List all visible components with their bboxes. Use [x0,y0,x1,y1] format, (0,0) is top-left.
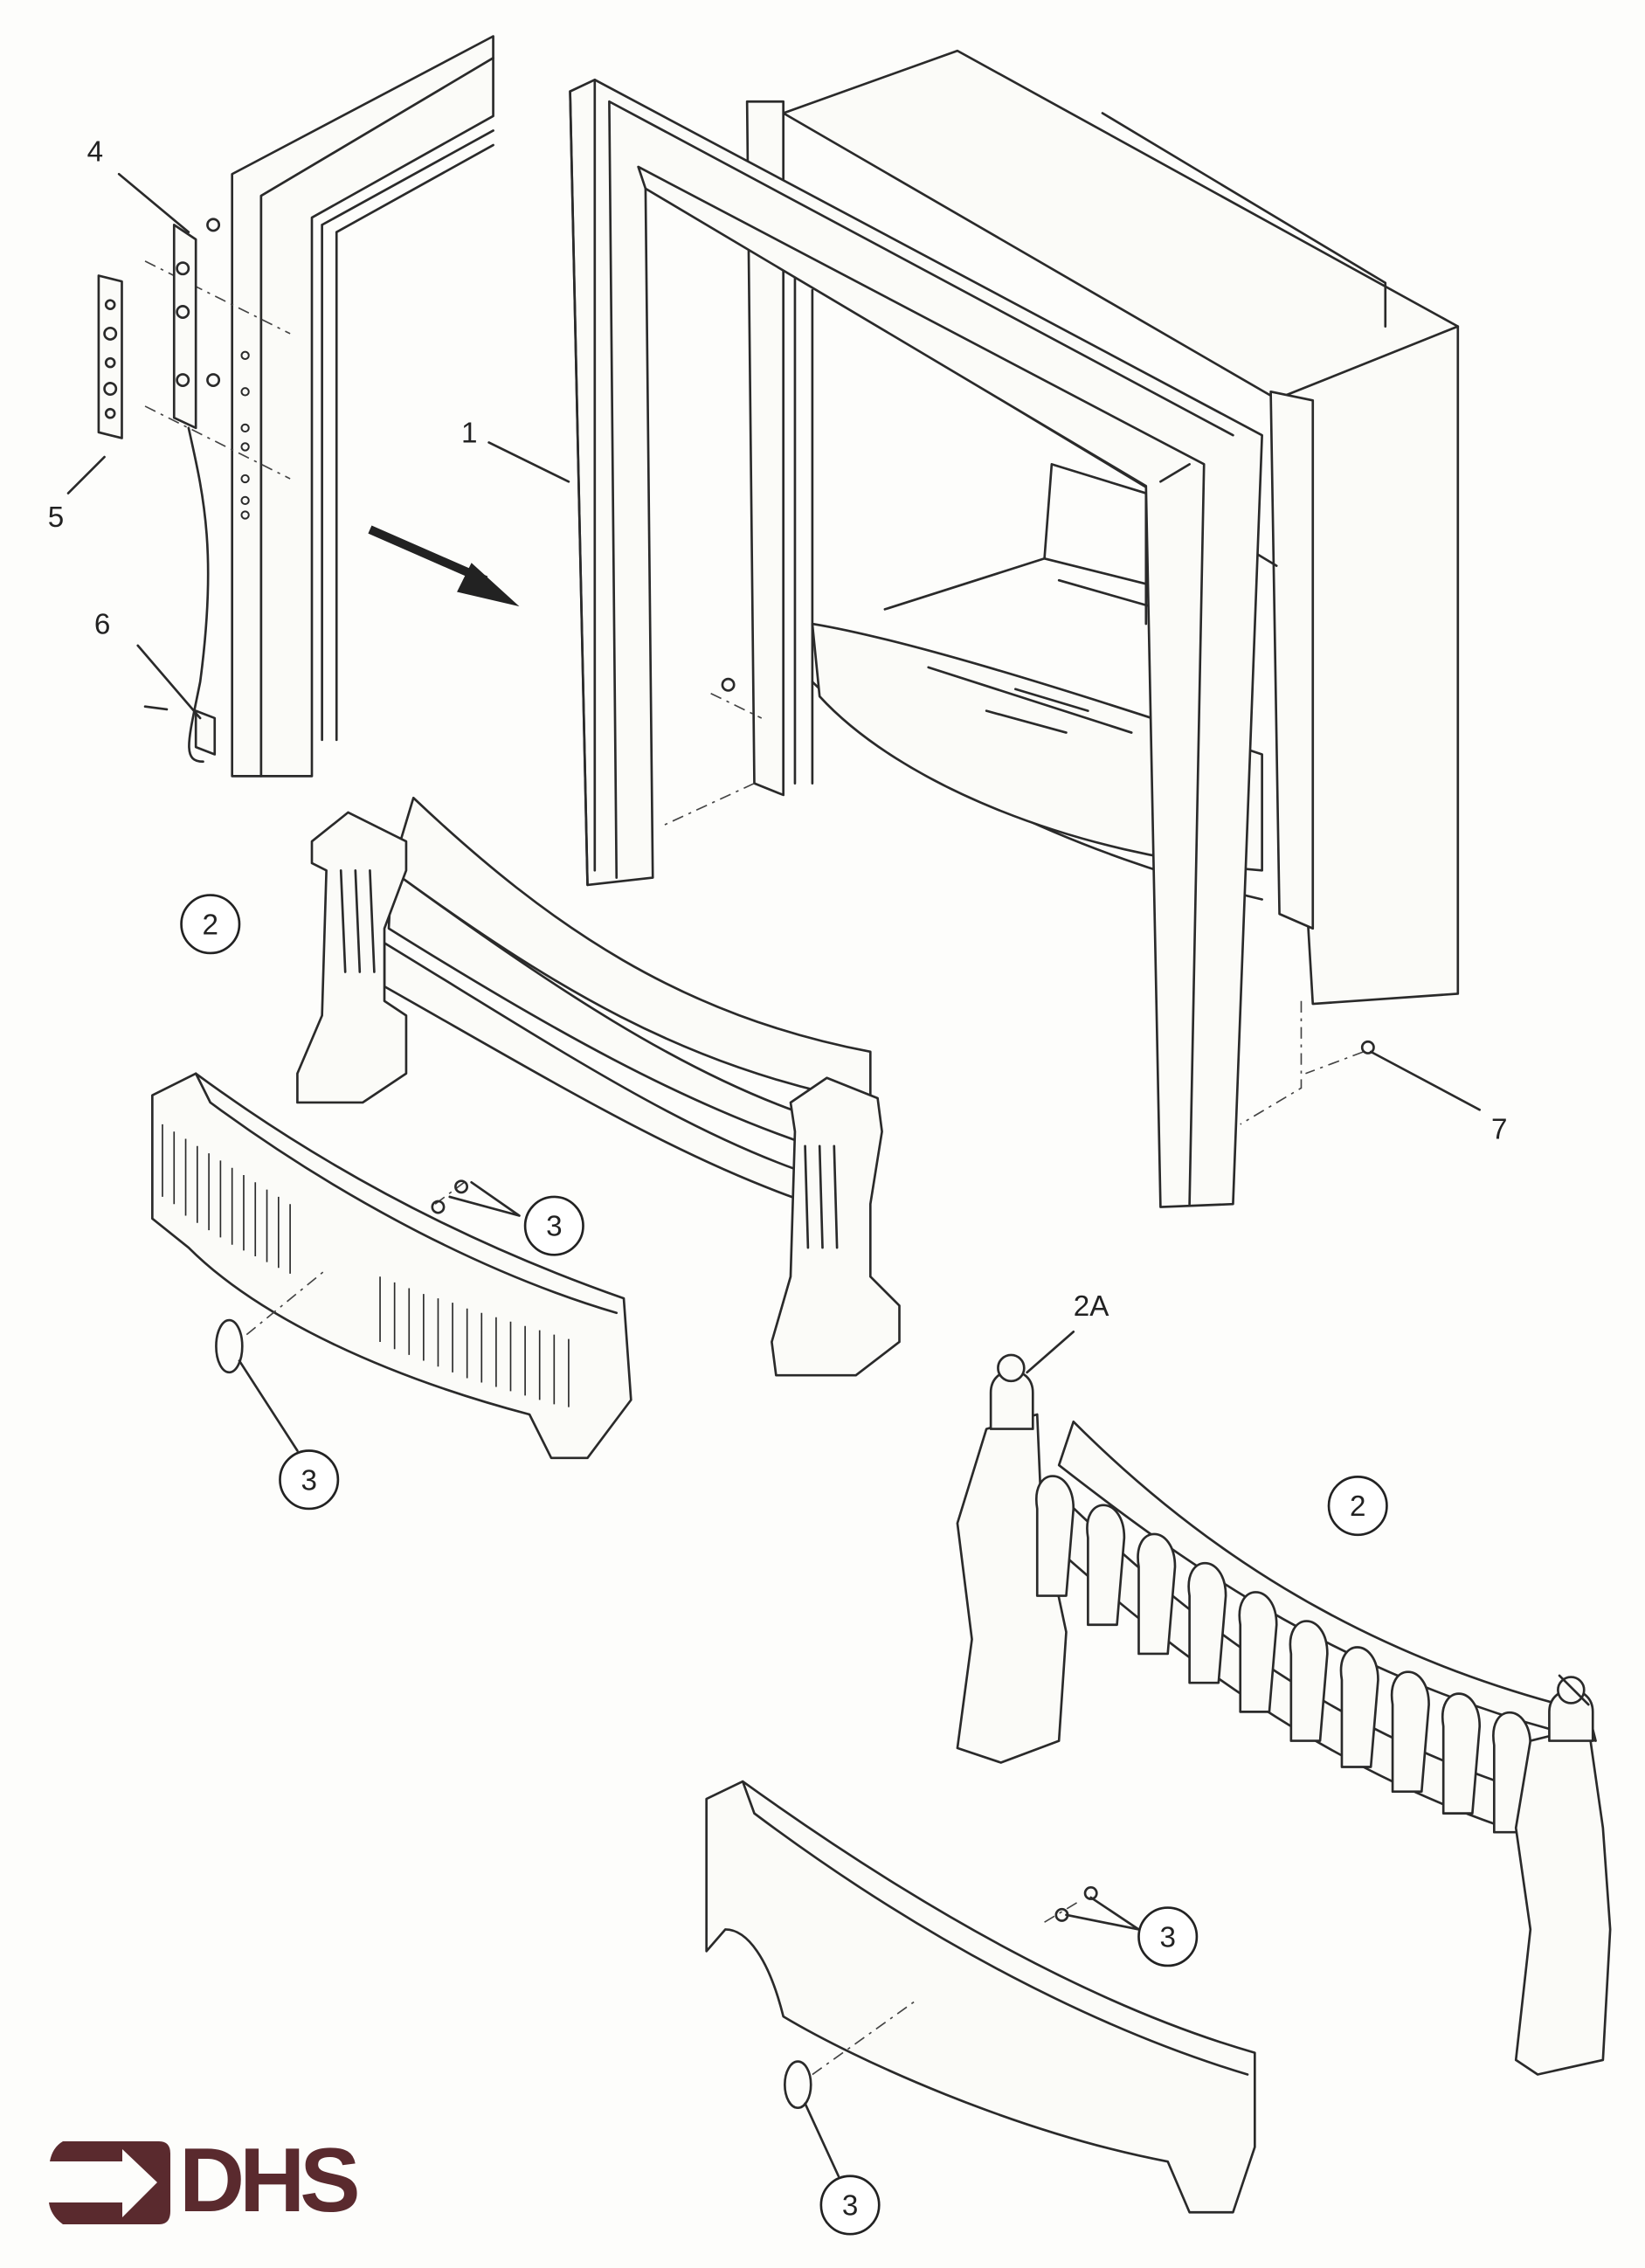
dhs-logo: DHS [49,2130,363,2231]
leader-lines [66,172,1590,2178]
svg-text:3: 3 [842,2190,858,2223]
svg-text:2: 2 [203,909,218,941]
svg-text:3: 3 [1159,1921,1175,1953]
svg-text:3: 3 [301,1464,316,1497]
callout-fixing-d: 3 [819,2175,881,2236]
label-part-5: 5 [48,501,64,534]
callout-fixing-a: 3 [523,1195,584,1256]
label-part-6: 6 [94,609,110,641]
ashpan-front-upper [151,1072,632,1460]
fret-upper [296,796,901,1377]
callout-fixing-c: 3 [1137,1906,1199,1967]
callout-fret-upper: 2 [180,894,241,955]
fret-lower [956,1353,1612,2076]
ashpan-front-lower [705,1780,1256,2214]
label-part-7: 7 [1491,1113,1507,1145]
label-part-1: 1 [461,417,477,449]
surround-frame [569,78,1263,1208]
fire-box [660,49,1460,1125]
callout-fret-lower: 2 [1327,1476,1388,1537]
control-bracket [143,218,221,764]
door-frame [144,35,494,778]
dhs-logo-text: DHS [179,2130,357,2231]
svg-text:2: 2 [1350,1490,1365,1523]
label-part-4: 4 [87,135,103,168]
fit-direction-arrow [368,525,520,607]
label-part-2a: 2A [1074,1290,1109,1323]
control-label-plate [97,274,123,439]
svg-text:3: 3 [546,1211,562,1243]
callout-fixing-b: 3 [279,1449,340,1511]
